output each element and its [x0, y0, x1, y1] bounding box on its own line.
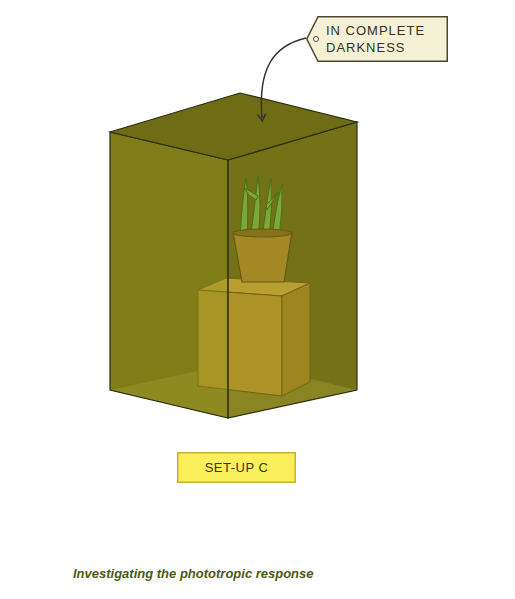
leader-arrow	[261, 38, 306, 118]
box-front	[110, 132, 228, 418]
callout-text: IN COMPLETE DARKNESS	[326, 22, 438, 56]
box-back	[110, 93, 357, 418]
callout-tag: IN COMPLETE DARKNESS	[306, 16, 448, 62]
setup-text: SET-UP C	[205, 460, 269, 475]
figure-caption: Investigating the phototropic response	[73, 566, 314, 581]
tag-outline	[306, 16, 448, 62]
box-side	[228, 122, 357, 418]
setup-label: SET-UP C	[177, 452, 296, 483]
box-top	[110, 93, 357, 160]
